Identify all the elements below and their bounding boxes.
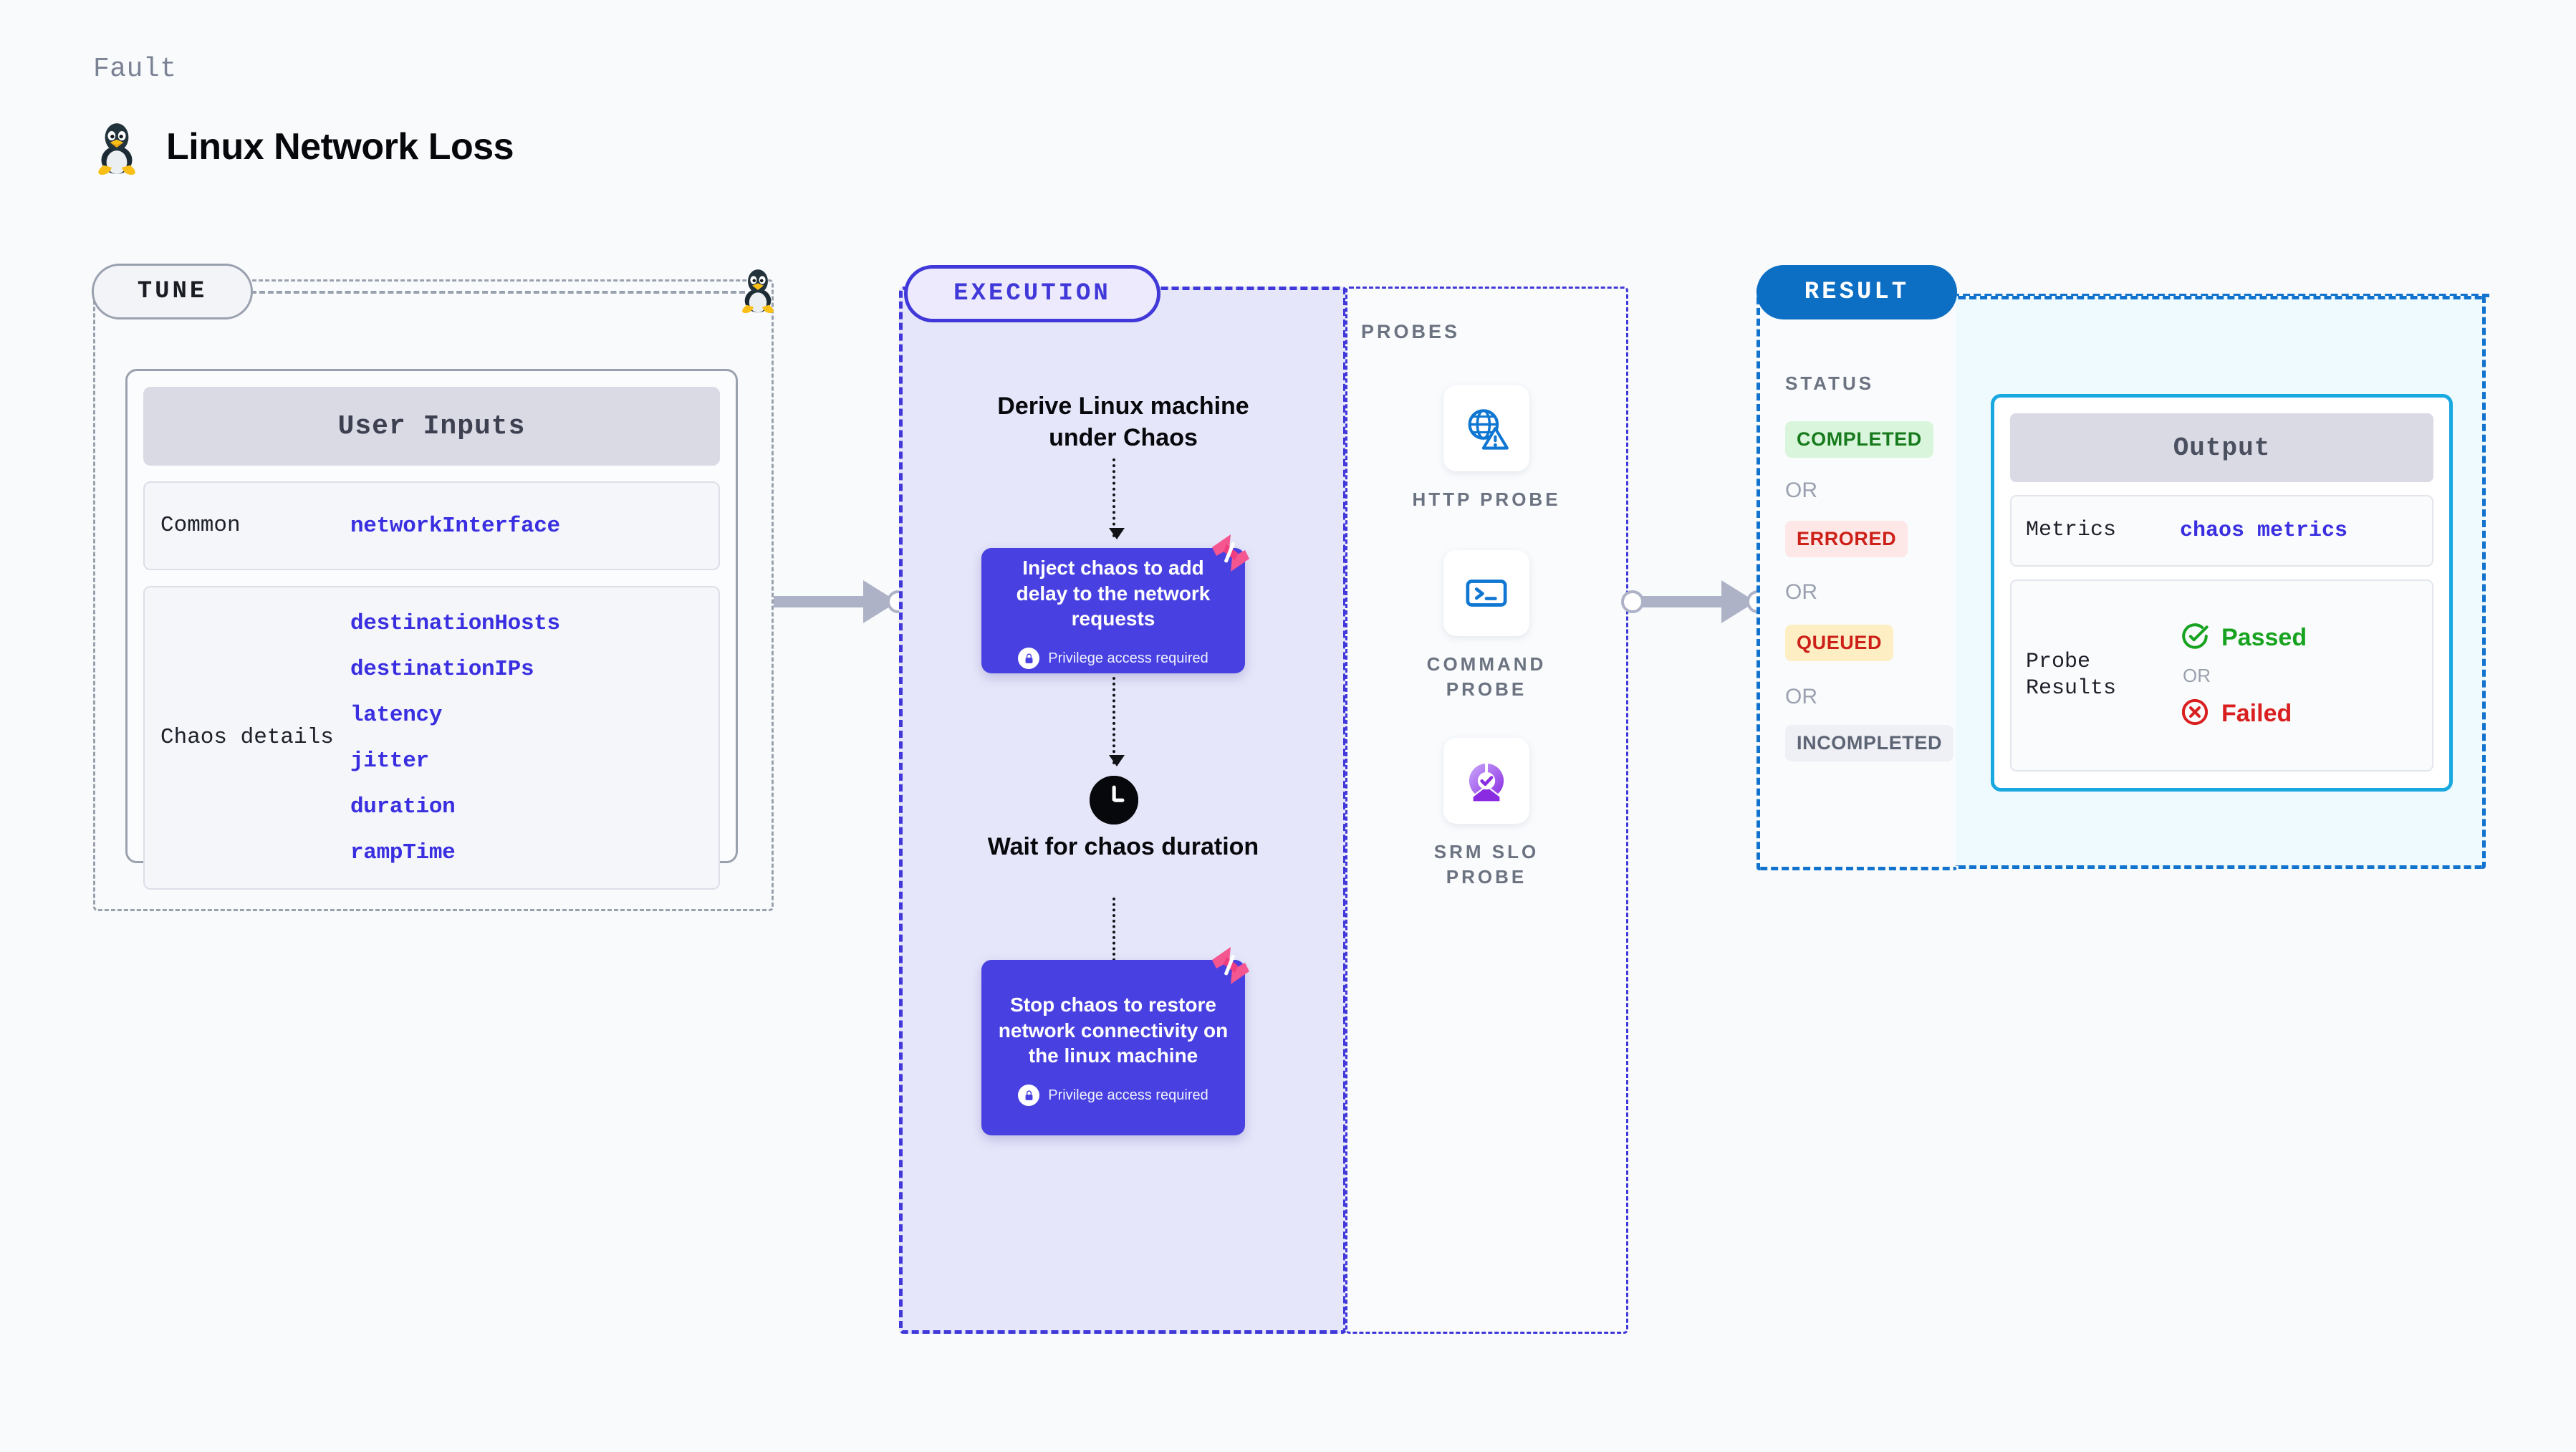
param-value-list: destinationHosts destinationIPs latency … xyxy=(350,611,560,865)
param-value[interactable]: destinationIPs xyxy=(350,656,534,682)
execution-node-stop-chaos[interactable]: Stop chaos to restore network connectivi… xyxy=(981,960,1245,1135)
result-dashed-tail xyxy=(1952,294,2489,297)
output-label: Metrics xyxy=(2026,518,2117,543)
param-label: Chaos details xyxy=(160,724,334,750)
privilege-text: Privilege access required xyxy=(1048,650,1208,666)
lock-icon xyxy=(1018,648,1040,670)
globe-warning-icon xyxy=(1443,385,1529,471)
probe-verdict-list: Passed OR Failed xyxy=(2180,621,2307,731)
tune-stage-badge[interactable]: TUNE xyxy=(92,264,253,319)
check-circle-icon xyxy=(2180,621,2210,655)
probe-caption: COMMAND PROBE xyxy=(1426,653,1547,701)
connector-probes-to-result xyxy=(1621,580,1775,623)
tune-dashed-tail xyxy=(251,291,745,294)
status-section-label: STATUS xyxy=(1785,372,1875,394)
node-label: Stop chaos to restore network connectivi… xyxy=(998,993,1229,1067)
flow-arrow xyxy=(1109,458,1125,539)
linux-penguin-icon xyxy=(93,118,140,176)
probe-caption: SRM SLO PROBE xyxy=(1433,841,1539,888)
execution-step-derive: Derive Linux machine under Chaos xyxy=(997,393,1249,452)
terminal-icon xyxy=(1443,550,1529,636)
privilege-notice: Privilege access required xyxy=(1018,648,1208,670)
execution-node-inject-chaos[interactable]: Inject chaos to add delay to the network… xyxy=(981,548,1245,673)
probe-item-http[interactable]: HTTP PROBE xyxy=(1393,385,1580,512)
verdict-failed-text: Failed xyxy=(2221,699,2292,727)
harness-logo-icon xyxy=(1209,944,1252,987)
page-eyebrow: Fault xyxy=(93,54,177,85)
probe-item-command[interactable]: COMMAND PROBE xyxy=(1393,550,1580,702)
param-value[interactable]: networkInterface xyxy=(350,513,560,539)
privilege-text: Privilege access required xyxy=(1048,1087,1208,1103)
param-value[interactable]: latency xyxy=(350,702,443,728)
connector-tune-to-execution xyxy=(774,580,921,623)
privilege-notice: Privilege access required xyxy=(1018,1085,1208,1107)
x-circle-icon xyxy=(2180,697,2210,731)
clock-icon xyxy=(1090,776,1138,824)
result-stage-badge[interactable]: RESULT xyxy=(1756,265,1957,319)
status-badge-queued: QUEUED xyxy=(1785,625,1894,661)
status-badge-completed: COMPLETED xyxy=(1785,421,1933,458)
linux-penguin-icon xyxy=(738,265,778,314)
slo-donut-check-icon xyxy=(1443,738,1529,824)
param-row-chaos-details: Chaos details destinationHosts destinati… xyxy=(143,586,720,890)
status-badge-incompleted: INCOMPLETED xyxy=(1785,725,1954,761)
param-value[interactable]: destinationHosts xyxy=(350,610,560,636)
harness-logo-icon xyxy=(1209,532,1252,574)
node-label: Inject chaos to add delay to the network… xyxy=(1016,556,1211,630)
or-separator: OR xyxy=(1785,479,1817,502)
result-status-panel xyxy=(1756,287,1957,870)
page-title: Linux Network Loss xyxy=(166,126,514,168)
user-inputs-card: User Inputs Common networkInterface Chao… xyxy=(125,369,738,890)
verdict-passed-text: Passed xyxy=(2221,623,2307,651)
param-row-common: Common networkInterface xyxy=(143,481,720,570)
param-label: Common xyxy=(160,512,241,538)
param-value[interactable]: duration xyxy=(350,794,456,819)
param-value-list: networkInterface xyxy=(350,514,560,539)
output-title: Output xyxy=(2010,413,2433,482)
probes-section-label: PROBES xyxy=(1361,321,1461,342)
param-value[interactable]: jitter xyxy=(350,748,429,774)
output-label: Probe Results xyxy=(2026,649,2117,701)
output-metrics-value[interactable]: chaos metrics xyxy=(2180,519,2348,543)
user-inputs-title: User Inputs xyxy=(143,387,720,466)
output-row-probe-results: Probe Results Passed OR xyxy=(2010,580,2433,771)
param-value[interactable]: rampTime xyxy=(350,840,456,865)
probe-caption: HTTP PROBE xyxy=(1412,489,1561,510)
execution-stage-badge[interactable]: EXECUTION xyxy=(904,265,1160,322)
or-separator: OR xyxy=(1785,580,1817,604)
status-badge-errored: ERRORED xyxy=(1785,521,1908,557)
lock-icon xyxy=(1018,1085,1040,1107)
or-separator: OR xyxy=(1785,685,1817,708)
output-row-metrics: Metrics chaos metrics xyxy=(2010,495,2433,567)
verdict-passed: Passed xyxy=(2180,621,2307,655)
flow-arrow xyxy=(1109,677,1125,766)
output-card: Output Metrics chaos metrics Probe Resul… xyxy=(1991,394,2453,792)
execution-step-wait: Wait for chaos duration xyxy=(987,833,1259,860)
page-title-row: Linux Network Loss xyxy=(93,118,514,176)
verdict-failed: Failed xyxy=(2180,697,2307,731)
tune-panel xyxy=(93,279,774,911)
or-separator: OR xyxy=(2183,664,2211,686)
probe-item-srm-slo[interactable]: SRM SLO PROBE xyxy=(1393,738,1580,890)
